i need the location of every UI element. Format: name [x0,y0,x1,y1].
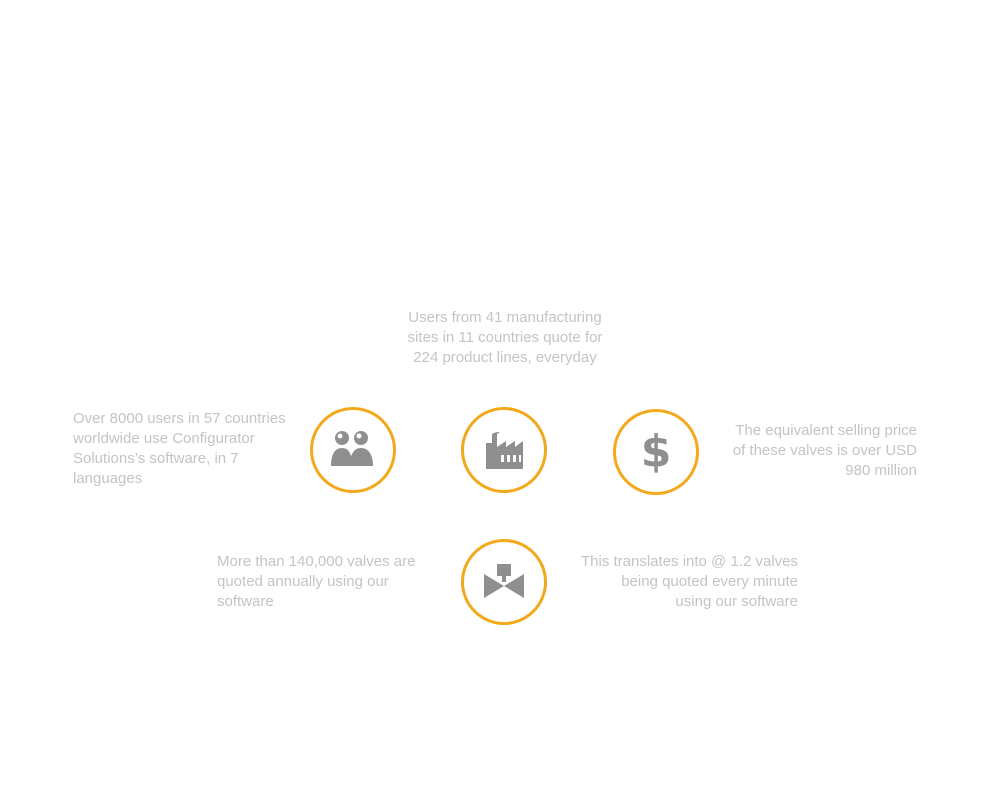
dollar-icon: $ [640,426,672,477]
price-stat-text: The equivalent selling price of these va… [732,422,917,479]
dollar-icon-circle: $ [613,409,699,495]
sites-stat-text: Users from 41 manufacturing sites in 11 … [407,309,603,366]
users-icon-circle [310,407,396,493]
factory-icon-circle [461,407,547,493]
valve-icon-circle [461,539,547,625]
per-minute-stat-text: This translates into @ 1.2 valves being … [581,553,798,610]
users-icon [331,431,373,466]
annual-stat-text: More than 140,000 valves are quoted annu… [217,553,416,610]
users-stat-text: Over 8000 users in 57 countries worldwid… [73,410,286,487]
valve-icon [484,564,524,598]
factory-icon [486,432,523,469]
